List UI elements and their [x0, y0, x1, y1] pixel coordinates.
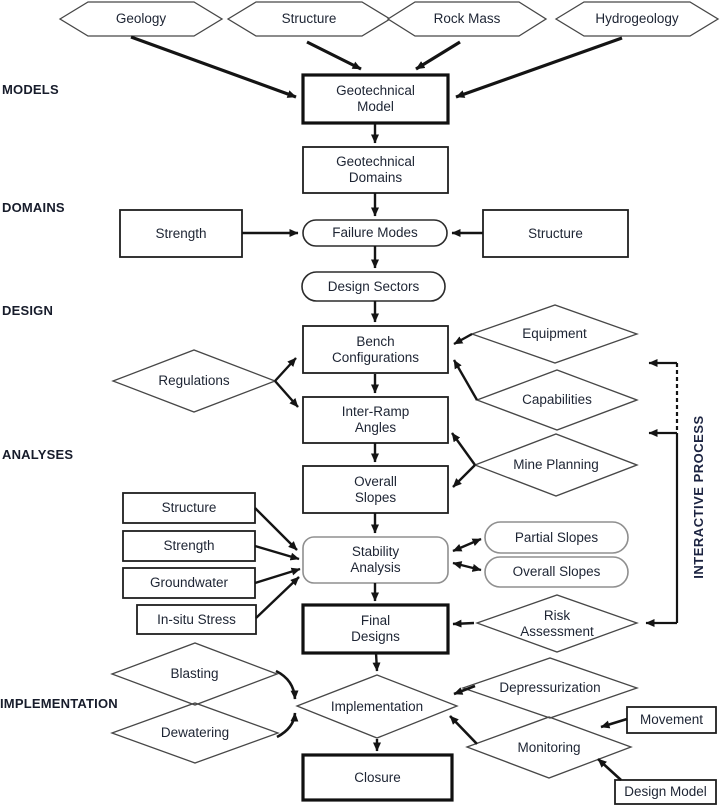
- closure-box-shape: [301, 753, 454, 802]
- bold-box-shapes: [301, 73, 454, 802]
- diamond-shapes: [110, 304, 639, 779]
- hexagon-to-model-arrows: [130, 35, 623, 99]
- geology-hexagon-shape: [58, 1, 224, 37]
- partial-slopes-stadium-shape: [484, 521, 629, 554]
- capabilities-diamond-shape: [475, 369, 639, 431]
- insitu-stress-box-shape: [136, 604, 257, 635]
- failure-modes-stadium-shape: [302, 219, 448, 247]
- geotechnical-model-box-shape: [301, 73, 450, 125]
- mine-planning-diamond-shape: [473, 433, 639, 497]
- groundwater-box-shape: [122, 567, 256, 599]
- hexagon-shapes: [58, 1, 720, 37]
- stadium-shapes: [301, 219, 448, 302]
- bench-configurations-box-shape: [302, 325, 449, 374]
- equipment-diamond-shape: [470, 304, 639, 364]
- dewatering-diamond-shape: [110, 702, 280, 764]
- risk-assessment-diamond-shape: [475, 594, 639, 653]
- structure-hexagon-shape: [226, 1, 392, 37]
- design-model-box-shape: [614, 779, 717, 805]
- depressurization-diamond-shape: [461, 657, 639, 719]
- inter-ramp-angles-box-shape: [302, 396, 449, 444]
- structure-analyses-box-shape: [122, 492, 256, 524]
- geotechnical-domains-box-shape: [302, 146, 449, 194]
- box-shapes: [119, 146, 717, 805]
- strength-domains-box-shape: [119, 209, 243, 258]
- blasting-diamond-shape: [110, 642, 279, 706]
- side-input-arrows: [242, 229, 483, 628]
- strength-analyses-box-shape: [122, 530, 256, 562]
- implementation-diamond-shape: [295, 674, 459, 739]
- overall-slopes-stadium-shape: [484, 556, 629, 588]
- design-sectors-stadium-shape: [301, 271, 446, 302]
- movement-box-shape: [626, 706, 717, 734]
- implementation-arrows: [275, 669, 628, 781]
- structure-domains-box-shape: [482, 209, 629, 258]
- rock-mass-hexagon-shape: [386, 1, 548, 37]
- regulations-diamond-shape: [111, 349, 277, 413]
- overall-slopes-box-shape: [302, 465, 449, 514]
- soft-shapes: [302, 521, 629, 588]
- interactive-process-rail: [645, 359, 679, 627]
- monitoring-diamond-shape: [465, 716, 633, 779]
- final-designs-box-shape: [301, 603, 450, 655]
- main-chain-arrows: [371, 124, 381, 752]
- hydrogeology-hexagon-shape: [554, 1, 720, 37]
- stability-analysis-rounded-shape: [302, 536, 449, 584]
